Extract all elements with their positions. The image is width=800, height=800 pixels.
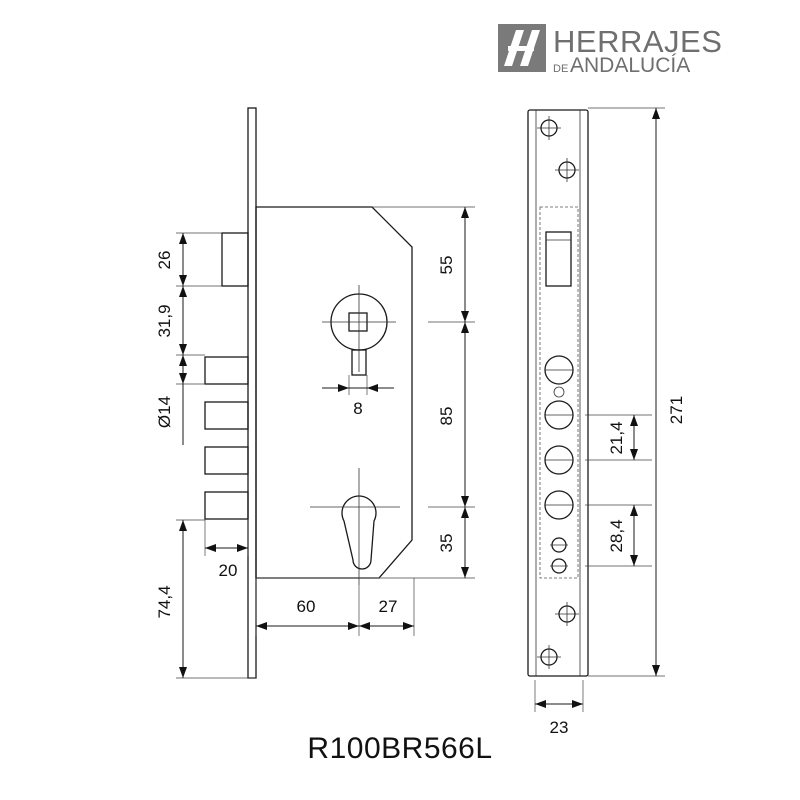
brand-name-prefix: DE bbox=[553, 63, 568, 75]
latch-circle-1 bbox=[544, 355, 574, 385]
faceplate-front-view: 21,4 28,4 271 23 bbox=[527, 107, 686, 737]
dim-faceplate-length: 271 bbox=[667, 396, 686, 424]
latch-bolt-2 bbox=[204, 401, 249, 430]
deadbolt-opening bbox=[545, 231, 572, 287]
lock-case bbox=[255, 206, 413, 579]
latch-bolt-3 bbox=[204, 446, 249, 475]
screw-bottom-2-icon bbox=[537, 645, 561, 669]
dim-lower-distance: 74,4 bbox=[155, 585, 174, 618]
dim-follower-to-cylinder: 85 bbox=[437, 407, 456, 426]
screw-bottom-1-icon bbox=[555, 602, 579, 626]
screw-top-2-icon bbox=[555, 158, 579, 182]
latch-bolt-1 bbox=[204, 356, 249, 385]
small-screw-1-icon bbox=[550, 537, 568, 553]
screw-top-1-icon bbox=[537, 116, 561, 140]
latch-circle-2 bbox=[544, 400, 574, 430]
dim-bolt-throw: 20 bbox=[219, 561, 238, 580]
follower bbox=[322, 285, 396, 376]
latch-circle-3 bbox=[544, 445, 574, 475]
dim-handle-to-edge: 27 bbox=[379, 597, 398, 616]
dim-follower-square: 8 bbox=[353, 399, 362, 418]
brand-logo: HERRAJES DE ANDALUCÍA bbox=[498, 24, 722, 77]
small-screw-2-icon bbox=[550, 558, 568, 574]
lock-side-view: 26 31,9 Ø14 74,4 20 60 27 bbox=[155, 107, 475, 679]
dim-bolt-gap: 31,9 bbox=[155, 304, 174, 337]
dim-faceplate-spacing-b: 28,4 bbox=[607, 519, 626, 552]
brand-name-line2: ANDALUCÍA bbox=[570, 54, 690, 77]
latch-bolt-4 bbox=[204, 491, 249, 520]
dim-backset: 60 bbox=[297, 597, 316, 616]
model-number: R100BR566L bbox=[307, 732, 492, 765]
forend-plate bbox=[247, 107, 257, 679]
dim-bolt-height: 26 bbox=[155, 251, 174, 270]
latch-circle-4 bbox=[544, 490, 574, 520]
dim-top-to-follower: 55 bbox=[437, 256, 456, 275]
deadbolt bbox=[221, 232, 249, 287]
faceplate bbox=[527, 109, 589, 677]
dim-cylinder-to-bottom: 35 bbox=[437, 534, 456, 553]
dim-faceplate-width: 23 bbox=[550, 718, 569, 737]
dim-faceplate-spacing-a: 21,4 bbox=[607, 421, 626, 454]
brand-name-line1: HERRAJES bbox=[553, 24, 722, 59]
logo-mark-icon bbox=[498, 24, 546, 72]
dim-latch-diameter: Ø14 bbox=[155, 396, 174, 428]
cylinder-hole bbox=[310, 468, 400, 585]
